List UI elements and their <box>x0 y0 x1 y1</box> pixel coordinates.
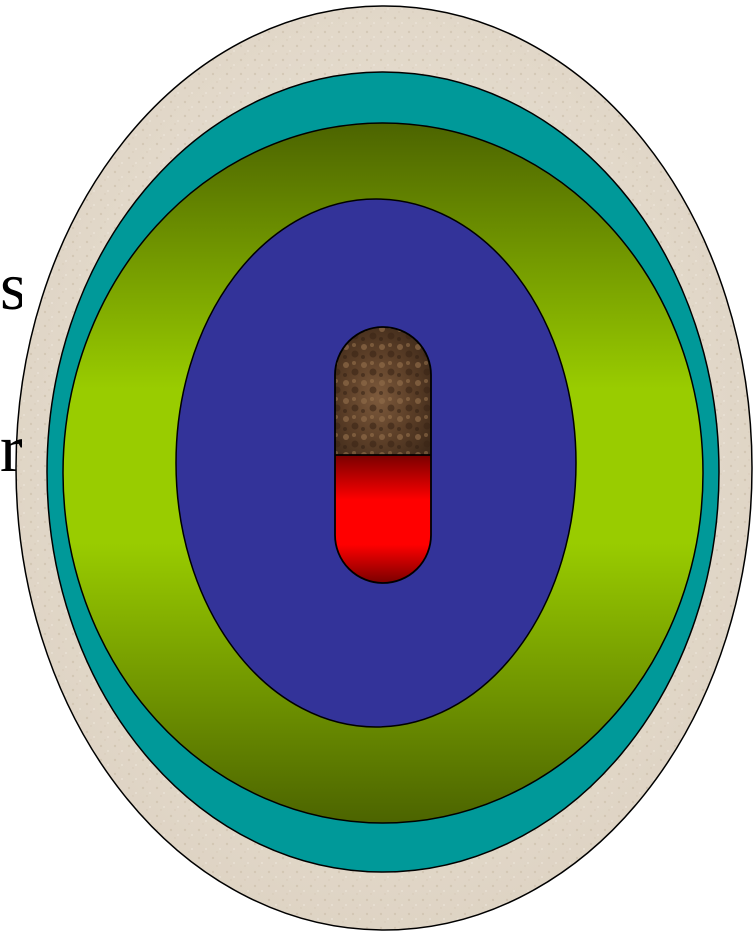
cut-off-text-fragment: r <box>0 414 22 482</box>
capsule <box>330 320 436 583</box>
capsule-bottom-half <box>335 455 431 583</box>
cut-off-text-fragment: s <box>0 252 22 320</box>
